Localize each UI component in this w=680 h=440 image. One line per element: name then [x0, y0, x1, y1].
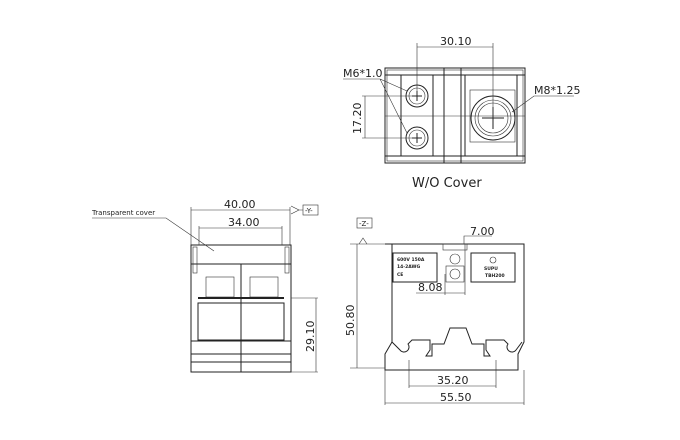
dim-8-08: 8.08 — [418, 281, 443, 294]
screw-large-label: M8*1.25 — [534, 84, 580, 97]
label-wire: 14-2AWG — [397, 264, 421, 270]
label-ce: CE — [397, 272, 403, 278]
front-view: 600V 150A 14-2AWG CE SUPU TBH200 50.80 -… — [344, 217, 525, 405]
dim-35-20: 35.20 — [437, 374, 469, 387]
dim-50-80: 50.80 — [344, 305, 357, 337]
dim-29-10: 29.10 — [304, 321, 317, 353]
label-rating: 600V 150A — [397, 257, 425, 263]
dim-40-00: 40.00 — [224, 198, 256, 211]
dim-30-10: 30.10 — [440, 35, 472, 48]
side-view: 40.00 34.00 29.10 -Y- Transparent cover — [91, 198, 319, 373]
transparent-cover-label: Transparent cover — [91, 209, 155, 217]
dim-55-50: 55.50 — [440, 391, 472, 404]
screw-small-label: M6*1.0 — [343, 67, 382, 80]
dim-17-20: 17.20 — [351, 103, 364, 135]
dim-34-00: 34.00 — [228, 216, 260, 229]
datum-y: -Y- — [305, 207, 313, 215]
top-view-caption: W/O Cover — [412, 176, 482, 191]
label-brand: SUPU — [484, 266, 498, 272]
brand-logo-icon — [489, 256, 497, 264]
top-view: 30.10 17.20 M6*1.0 M8*1.25 W/O Cover — [343, 35, 580, 191]
label-model: TBH200 — [485, 273, 505, 279]
dim-7-00: 7.00 — [470, 225, 495, 238]
datum-z: -Z- — [359, 220, 369, 228]
